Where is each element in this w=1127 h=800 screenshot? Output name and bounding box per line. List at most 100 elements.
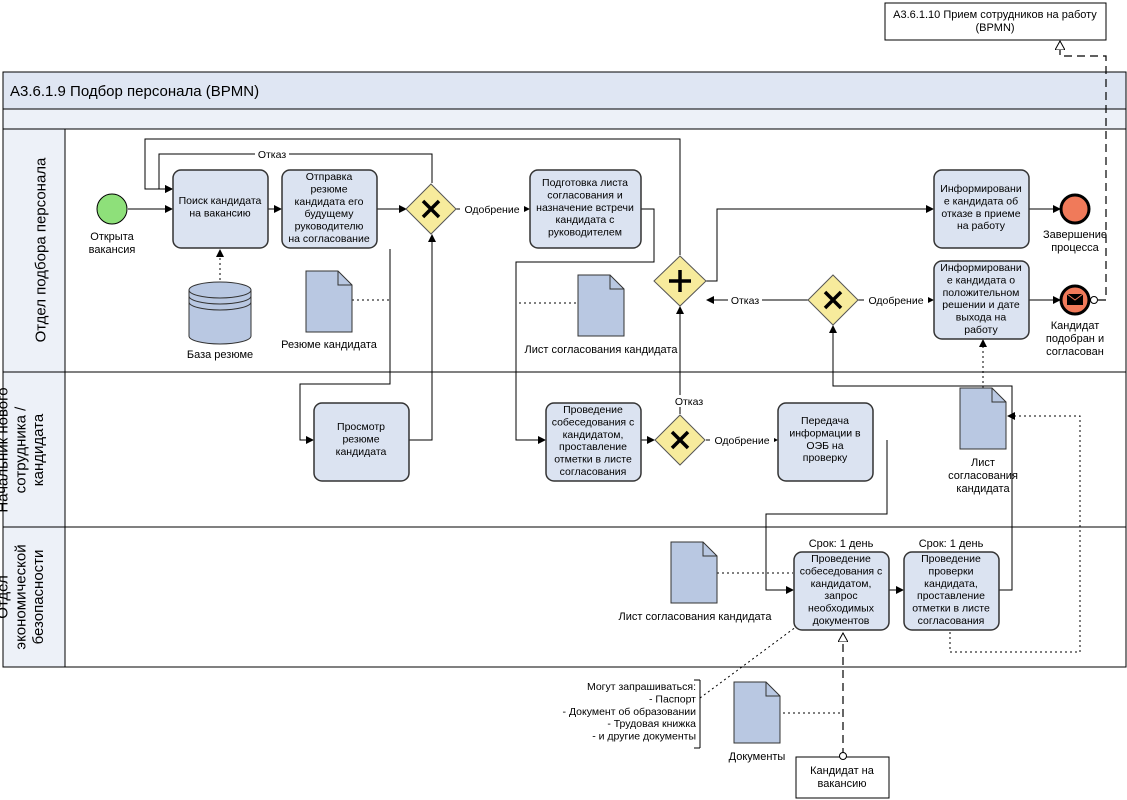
text-line: согласован [1046, 346, 1104, 358]
text-line: проставление [559, 441, 627, 453]
flow-sec-check-to-gw3 [829, 325, 1013, 591]
text-line: (BPMN) [975, 22, 1014, 34]
flow-label-reject-mid: Отказ [675, 396, 704, 408]
doc-list-mid[interactable] [959, 387, 1007, 450]
flow-label-approve-3: Одобрение [868, 295, 923, 307]
end-event-reject[interactable] [1059, 193, 1091, 225]
linked-process-box[interactable]: А3.6.1.10 Прием сотрудников на работу(BP… [884, 2, 1107, 41]
text-line: положительном [943, 287, 1020, 299]
annotation-text: Могут запрашиваться:- Паспорт- Документ … [563, 681, 697, 743]
text-line: Лист [971, 457, 995, 469]
gateway-exclusive-3[interactable] [807, 274, 859, 326]
text-line: Могут запрашиваться: [587, 681, 696, 693]
text-line: кандидата [336, 446, 387, 458]
doc-list-bottom[interactable] [670, 541, 718, 604]
text-line: е кандидата о [947, 274, 1015, 286]
doc-resume-label: Резюме кандидата [281, 339, 378, 351]
doc-documents[interactable] [733, 681, 781, 744]
annotation: Могут запрашиваться:- Паспорт- Документ … [563, 679, 701, 749]
end-event-success[interactable] [1059, 284, 1098, 316]
text-line: кандидата с [556, 214, 615, 226]
text-line: Завершение [1043, 229, 1107, 241]
text-line: собеседования с [552, 416, 635, 428]
flow-send-to-review [299, 249, 391, 444]
text-line: безопасности [30, 550, 47, 645]
flow-transfer-to-sec-interview [765, 440, 888, 594]
gateway-exclusive-1[interactable] [405, 183, 457, 235]
text-line: экономической [12, 544, 29, 649]
text-line: решении и дате [942, 299, 1020, 311]
flow-prepare-to-interview [515, 208, 655, 444]
flow-label-approve-1: Одобрение [464, 204, 519, 216]
text-line: Информировани [940, 262, 1022, 274]
start-event[interactable] [96, 193, 128, 225]
lane-label-security: Отделэкономическойбезопасности [0, 544, 47, 649]
text-line: информации в [789, 427, 861, 439]
text-line: на вакансию [189, 207, 250, 219]
text-line: е кандидата об [944, 195, 1018, 207]
text-line: назначение встречи [536, 202, 634, 214]
text-line: Кандидат [1051, 320, 1100, 332]
doc-resume[interactable] [305, 270, 353, 333]
text-line: Начальник нового [0, 387, 12, 512]
text-line: документов [813, 615, 870, 627]
text-line: Проведение [811, 553, 871, 565]
gateway-parallel[interactable] [653, 255, 707, 307]
text-line: Кандидат на [810, 765, 875, 777]
text-line: - Трудовая книжка [607, 718, 696, 730]
associations [216, 249, 1081, 714]
text-line: согласования и [547, 189, 623, 201]
text-line: Отправка [306, 171, 353, 183]
flow-label-reject-3: Отказ [731, 295, 760, 307]
text-line: Информировани [940, 183, 1022, 195]
flow-label-reject-top: Отказ [258, 149, 287, 161]
text-line: вакансию [818, 778, 867, 790]
text-line: Проведение [921, 553, 981, 565]
pool-header: А3.6.1.9 Подбор персонала (BPMN) [2, 71, 1127, 130]
text-line: будущему [304, 208, 354, 220]
text-line: на согласование [288, 233, 369, 245]
flow-review-to-gw1 [409, 234, 436, 441]
doc-list-top[interactable] [577, 274, 625, 337]
text-line: согласования [948, 470, 1018, 482]
text-line: подобран и [1046, 333, 1104, 345]
text-line: проверки [929, 565, 974, 577]
gateway-exclusive-2[interactable] [654, 414, 706, 466]
doc-list-bottom-label: Лист согласования кандидата [619, 611, 773, 623]
timer-sec-interview: Срок: 1 день [809, 538, 874, 550]
text-line: А3.6.1.10 Прием сотрудников на работу [893, 9, 1097, 21]
text-line: кандидатом, [811, 578, 872, 590]
resume-database[interactable] [188, 281, 252, 345]
text-line: отметки в листе [912, 603, 990, 615]
text-line: кандидата, [924, 578, 978, 590]
text-line: согласования [560, 466, 627, 478]
text-line: Отдел подбора персонала [32, 157, 49, 342]
text-line: руководителю [295, 221, 364, 233]
linked-process-label: А3.6.1.10 Прием сотрудников на работу(BP… [893, 9, 1097, 34]
text-line: Поиск кандидата [179, 195, 262, 207]
